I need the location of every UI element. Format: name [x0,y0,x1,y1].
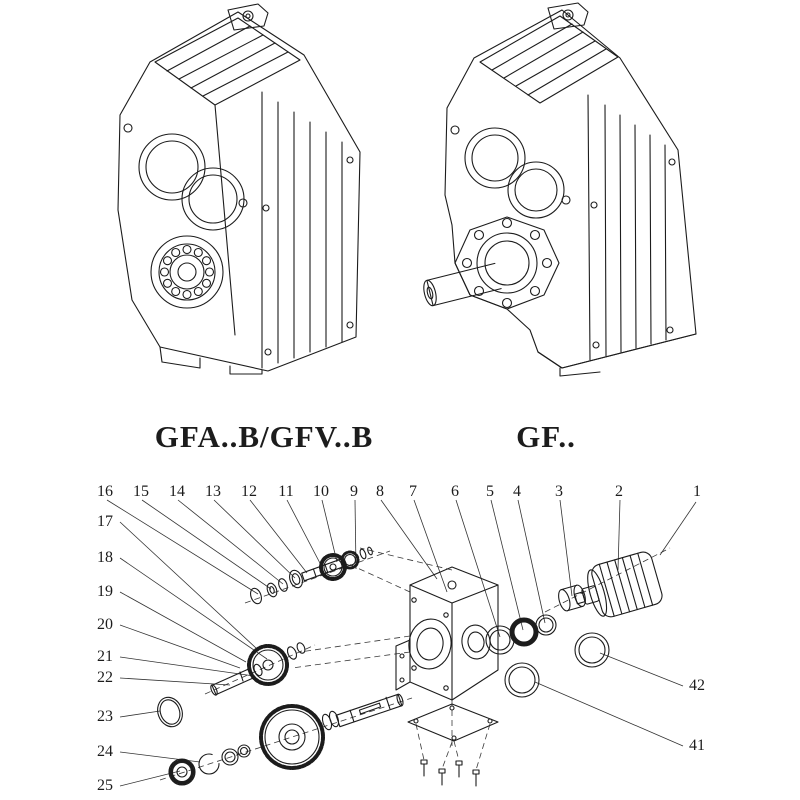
part-callout-25: 25 [97,777,113,794]
motor [574,551,663,618]
part-callout-14: 14 [169,483,185,500]
part-callout-16: 16 [97,483,113,500]
part-callout-17: 17 [97,513,113,530]
part-callout-23: 23 [97,708,113,725]
part-callout-4: 4 [513,483,521,500]
part-callout-12: 12 [241,483,257,500]
part-callout-10: 10 [313,483,329,500]
part-callout-24: 24 [97,743,113,760]
part-callout-3: 3 [555,483,563,500]
part-callout-19: 19 [97,583,113,600]
coupling [558,584,586,612]
right-gearbox-drawing [423,2,697,377]
left-gearbox-drawing [117,3,361,375]
output-shaft-assembly [168,693,404,786]
model-caption-right: GF.. [516,419,576,454]
part-callout-9: 9 [350,483,358,500]
seal-rings [485,614,610,698]
part-callout-6: 6 [451,483,459,500]
intermediate-gear-assembly [157,642,306,728]
leader-lines [106,499,697,787]
part-callout-42: 42 [689,677,705,694]
part-callout-13: 13 [205,483,221,500]
gasket-and-bolts [407,703,499,787]
exploded-diagram [106,499,697,787]
part-callout-15: 15 [133,483,149,500]
housing [395,566,499,701]
part-callout-5: 5 [486,483,494,500]
part-callout-7: 7 [409,483,417,500]
part-callout-1: 1 [693,483,701,500]
part-callout-8: 8 [376,483,384,500]
part-callout-18: 18 [97,549,113,566]
part-callout-11: 11 [278,483,294,500]
model-caption-left: GFA..B/GFV..B [154,419,374,454]
part-callout-21: 21 [97,648,113,665]
part-callout-20: 20 [97,616,113,633]
part-callout-41: 41 [689,737,705,754]
input-shaft-assembly [250,546,373,605]
part-callout-22: 22 [97,669,113,686]
part-callout-2: 2 [615,483,623,500]
